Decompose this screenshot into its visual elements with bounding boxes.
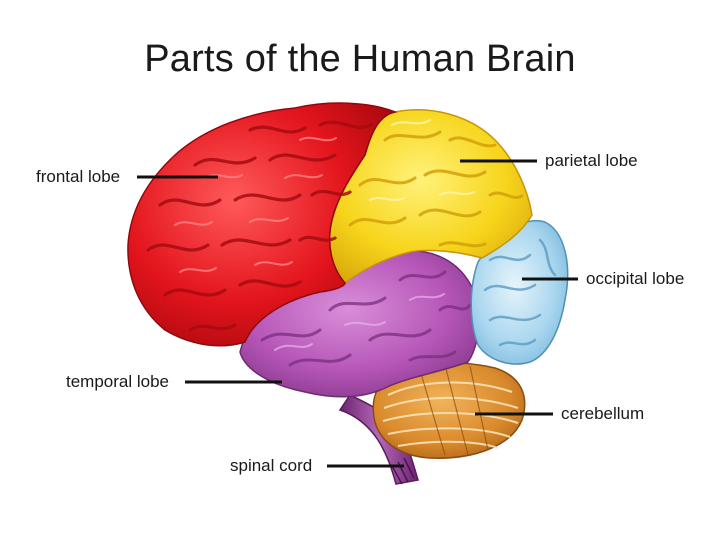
cerebellum-region	[372, 362, 526, 459]
cerebellum-label: cerebellum	[561, 404, 645, 423]
leader-lines	[137, 159, 578, 468]
occipital-lobe-label: occipital lobe	[586, 269, 685, 288]
frontal-lobe-region	[127, 102, 398, 347]
spinal-cord-label: spinal cord	[230, 456, 313, 475]
frontal-lobe-label: frontal lobe	[36, 167, 121, 186]
diagram-title: Parts of the Human Brain	[144, 38, 576, 80]
temporal-lobe-label: temporal lobe	[66, 372, 170, 391]
parietal-lobe-label: parietal lobe	[545, 151, 638, 170]
occipital-lobe-region	[470, 219, 569, 365]
